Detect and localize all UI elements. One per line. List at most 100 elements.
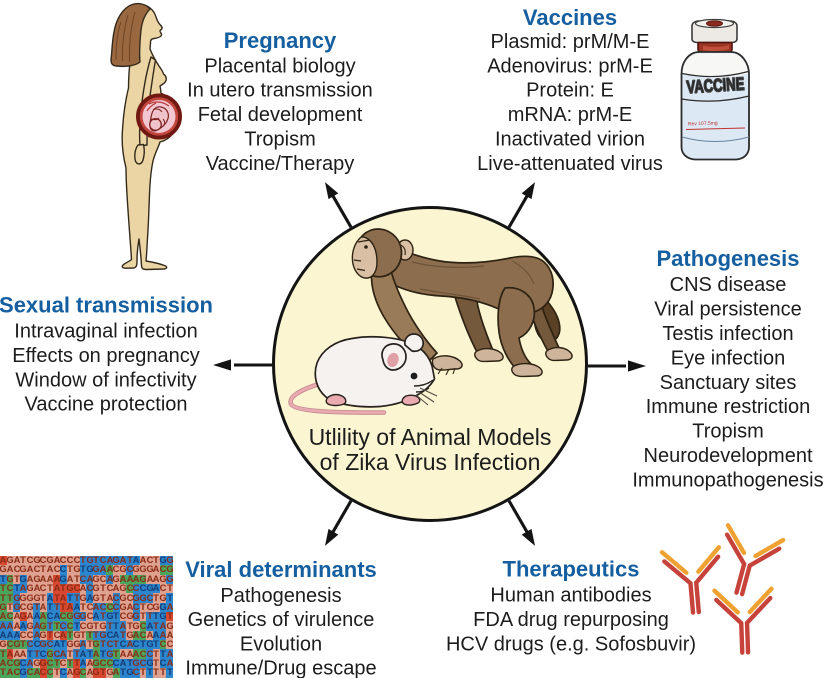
svg-text:C: C xyxy=(14,666,21,677)
svg-text:T: T xyxy=(60,638,66,649)
svg-text:G: G xyxy=(139,592,146,603)
svg-text:Fetal development: Fetal development xyxy=(198,104,363,126)
svg-text:T: T xyxy=(0,666,6,677)
svg-text:A: A xyxy=(27,573,34,584)
svg-text:C: C xyxy=(100,657,107,668)
svg-text:A: A xyxy=(0,629,7,640)
svg-text:A: A xyxy=(113,582,120,593)
svg-text:T: T xyxy=(60,601,66,612)
svg-text:C: C xyxy=(140,648,147,659)
svg-text:C: C xyxy=(127,563,134,574)
svg-text:T: T xyxy=(87,648,93,659)
svg-text:A: A xyxy=(147,573,154,584)
svg-text:G: G xyxy=(13,592,20,603)
svg-text:C: C xyxy=(100,573,107,584)
svg-text:T: T xyxy=(87,638,93,649)
svg-text:T: T xyxy=(54,592,60,603)
svg-text:Effects on pregnancy: Effects on pregnancy xyxy=(12,345,200,367)
svg-text:G: G xyxy=(92,582,99,593)
svg-text:C: C xyxy=(54,629,61,640)
svg-text:T: T xyxy=(54,620,60,631)
svg-text:G: G xyxy=(132,657,139,668)
svg-text:C: C xyxy=(147,554,154,565)
svg-text:A: A xyxy=(153,629,160,640)
svg-text:C: C xyxy=(27,666,34,677)
svg-text:A: A xyxy=(14,629,21,640)
svg-text:G: G xyxy=(166,554,173,565)
svg-text:A: A xyxy=(147,620,154,631)
svg-text:T: T xyxy=(67,592,73,603)
svg-text:A: A xyxy=(133,554,140,565)
svg-text:C: C xyxy=(160,582,167,593)
svg-text:A: A xyxy=(127,573,134,584)
svg-text:G: G xyxy=(92,657,99,668)
svg-text:A: A xyxy=(34,629,41,640)
svg-text:C: C xyxy=(133,638,140,649)
svg-text:Eye infection: Eye infection xyxy=(671,347,786,369)
svg-text:Intravaginal infection: Intravaginal infection xyxy=(14,321,197,343)
svg-text:T: T xyxy=(40,563,46,574)
svg-text:C: C xyxy=(60,620,67,631)
svg-text:G: G xyxy=(19,592,26,603)
svg-text:G: G xyxy=(0,601,7,612)
svg-text:C: C xyxy=(147,592,154,603)
svg-text:T: T xyxy=(140,610,146,621)
svg-text:T: T xyxy=(74,657,80,668)
svg-text:A: A xyxy=(107,592,114,603)
svg-text:A: A xyxy=(107,563,114,574)
svg-text:A: A xyxy=(100,563,107,574)
svg-text:C: C xyxy=(54,563,61,574)
svg-text:A: A xyxy=(27,610,34,621)
svg-text:T: T xyxy=(113,610,119,621)
svg-text:T: T xyxy=(153,610,159,621)
svg-text:G: G xyxy=(46,648,53,659)
svg-text:T: T xyxy=(167,592,173,603)
svg-text:T: T xyxy=(87,629,93,640)
svg-text:C: C xyxy=(107,601,114,612)
svg-text:Evolution: Evolution xyxy=(240,634,322,656)
svg-text:mRNA: prM-E: mRNA: prM-E xyxy=(508,104,632,126)
svg-text:G: G xyxy=(79,592,86,603)
svg-text:Immune restriction: Immune restriction xyxy=(646,396,811,418)
svg-text:G: G xyxy=(139,563,146,574)
svg-text:C: C xyxy=(34,638,41,649)
svg-text:G: G xyxy=(146,657,153,668)
svg-text:A: A xyxy=(14,620,21,631)
svg-text:T: T xyxy=(93,629,99,640)
svg-text:C: C xyxy=(80,573,87,584)
svg-text:Placental biology: Placental biology xyxy=(204,55,355,77)
svg-text:T: T xyxy=(0,648,6,659)
svg-text:C: C xyxy=(54,648,61,659)
svg-text:G: G xyxy=(33,573,40,584)
svg-text:A: A xyxy=(67,601,74,612)
svg-text:Pathogenesis: Pathogenesis xyxy=(220,585,341,607)
svg-text:T: T xyxy=(100,582,106,593)
svg-text:A: A xyxy=(34,582,41,593)
svg-text:G: G xyxy=(152,601,159,612)
svg-text:C: C xyxy=(47,657,54,668)
svg-text:C: C xyxy=(113,563,120,574)
svg-text:C: C xyxy=(100,554,107,565)
svg-text:G: G xyxy=(26,582,33,593)
svg-text:G: G xyxy=(66,582,73,593)
svg-text:G: G xyxy=(19,563,26,574)
svg-text:T: T xyxy=(80,554,86,565)
svg-text:C: C xyxy=(87,610,94,621)
svg-text:Viral determinants: Viral determinants xyxy=(185,557,377,582)
svg-text:A: A xyxy=(133,629,140,640)
svg-text:T: T xyxy=(153,554,159,565)
svg-text:C: C xyxy=(47,610,54,621)
svg-text:C: C xyxy=(113,601,120,612)
svg-text:A: A xyxy=(147,629,154,640)
svg-text:G: G xyxy=(106,666,113,677)
svg-text:C: C xyxy=(34,563,41,574)
svg-text:T: T xyxy=(147,610,153,621)
svg-text:T: T xyxy=(153,666,159,677)
svg-text:A: A xyxy=(0,610,7,621)
svg-text:T: T xyxy=(113,638,119,649)
svg-text:C: C xyxy=(60,563,67,574)
svg-text:G: G xyxy=(59,573,66,584)
svg-text:A: A xyxy=(14,554,21,565)
svg-text:T: T xyxy=(7,592,13,603)
svg-text:G: G xyxy=(112,554,119,565)
